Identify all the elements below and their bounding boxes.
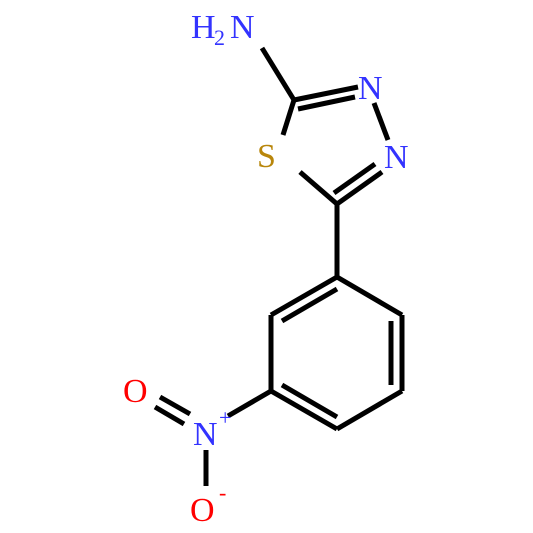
- bond-amine-c2: [259, 46, 297, 102]
- ring-n3-label: N: [358, 70, 383, 107]
- bond-ar1: [335, 274, 404, 318]
- amine-n: N: [230, 9, 255, 46]
- bond-aryl-nitro: [226, 388, 273, 419]
- nitro-n-label: N +: [193, 405, 231, 453]
- bond-ar4: [269, 388, 339, 432]
- nitro-o-double-label: O: [123, 373, 148, 410]
- bond-n3-n4: [371, 102, 391, 141]
- amine-label: H 2 N: [191, 9, 255, 50]
- bonds: [153, 46, 405, 486]
- bond-c2-n3-inner: [297, 94, 356, 112]
- bond-n4-c5: [335, 169, 384, 207]
- bond-n-o-double-inner: [153, 404, 186, 427]
- ring-n4-label: N: [384, 139, 409, 176]
- bond-s-c2: [280, 99, 297, 136]
- nitro-n-charge: +: [219, 405, 231, 430]
- amine-subscript: 2: [214, 25, 225, 50]
- bond-c5-s: [298, 170, 339, 206]
- nitro-n: N: [193, 416, 218, 453]
- bond-n-o-double: [158, 394, 192, 417]
- bond-n4-c5-inner: [332, 161, 377, 196]
- bond-ar6: [269, 274, 339, 318]
- bond-ar4-inner: [280, 382, 339, 420]
- sulfur-label: S: [257, 138, 276, 175]
- bond-c2-n3: [293, 84, 359, 103]
- bond-ar3: [335, 388, 404, 432]
- nitro-o-single-label: O -: [190, 480, 226, 529]
- nitro-o-single: O: [190, 492, 215, 529]
- nitro-o-charge: -: [219, 480, 226, 505]
- bond-ar6-inner: [280, 286, 339, 324]
- amine-h: H: [191, 9, 216, 46]
